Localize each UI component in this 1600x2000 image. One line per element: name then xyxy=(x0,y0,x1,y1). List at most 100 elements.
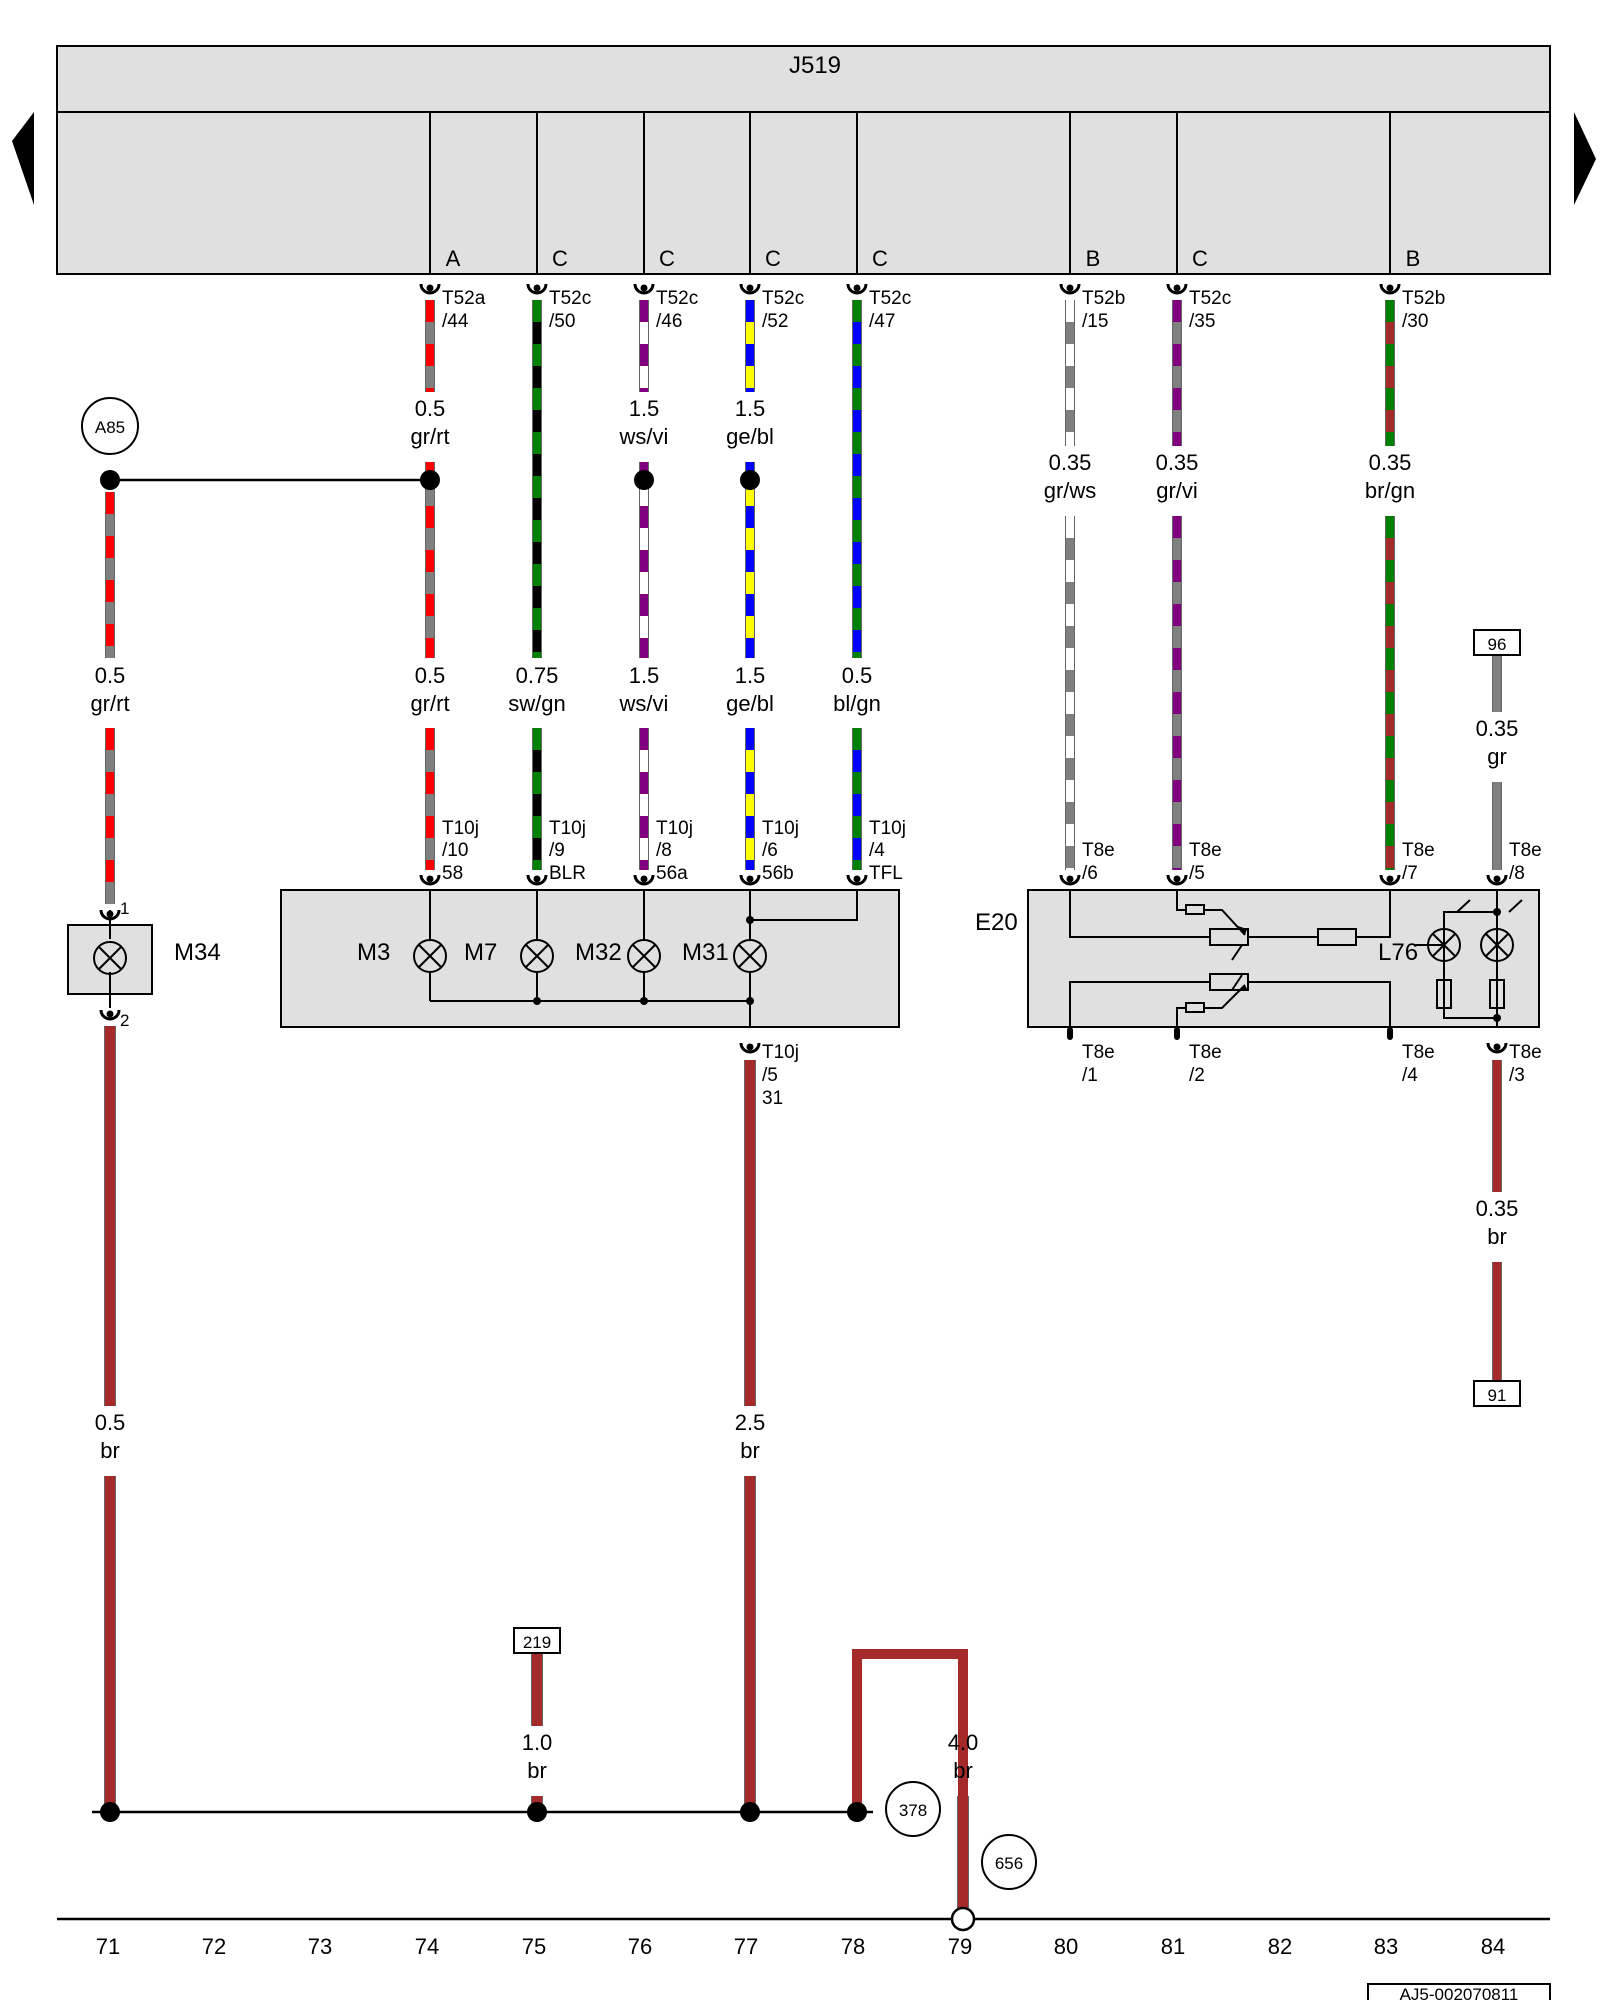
ref-box-label: 96 xyxy=(1488,635,1507,654)
junction-dot xyxy=(420,470,440,490)
connector-pin: /30 xyxy=(1402,311,1428,332)
connector-pin: /1 xyxy=(1082,1065,1098,1086)
connector-pin: /4 xyxy=(1402,1065,1418,1086)
junction-dots xyxy=(100,470,867,1822)
connector-term: BLR xyxy=(549,863,586,884)
pin-letter: C xyxy=(1192,246,1208,271)
connector-pin: /6 xyxy=(1082,863,1098,884)
jumper-wire xyxy=(852,1649,968,1919)
wire-color: sw/gn xyxy=(508,691,565,716)
ref-circle-656[interactable]: 656 xyxy=(981,1834,1037,1890)
control-unit-box xyxy=(56,45,1551,275)
connector-pin: /2 xyxy=(1189,1065,1205,1086)
grid-number: 84 xyxy=(1481,1934,1505,1959)
wire-size: 1.5 xyxy=(735,663,766,688)
connector-id: T8e xyxy=(1509,840,1542,861)
lamp-label: M3 xyxy=(357,939,390,966)
wire-size: 0.35 xyxy=(1156,450,1199,475)
pin-letter: C xyxy=(552,246,568,271)
ref-box-91[interactable]: 91 xyxy=(1473,1380,1521,1407)
connector-id: T52b xyxy=(1402,288,1445,309)
connector-id: T10j xyxy=(762,818,799,839)
connector-pin: /5 xyxy=(1189,863,1205,884)
connector-id: T52c xyxy=(1189,288,1231,309)
grid-number: 81 xyxy=(1161,1934,1185,1959)
grid-number: 79 xyxy=(948,1934,972,1959)
wire-color: ge/bl xyxy=(726,691,774,716)
wire-size: 0.35 xyxy=(1369,450,1412,475)
j519-pin-letters: A C C C C B C B xyxy=(446,246,1421,271)
previous-page-arrow[interactable] xyxy=(12,112,34,205)
connector-pin: /15 xyxy=(1082,311,1108,332)
wire-size: 0.5 xyxy=(415,396,446,421)
component-m34: 1 2 M34 xyxy=(67,899,221,1030)
wire-size: 0.5 xyxy=(415,663,446,688)
connector-id: T10j xyxy=(442,818,479,839)
wire-color: gr/rt xyxy=(410,424,449,449)
wire-size: 4.0 xyxy=(948,1730,979,1755)
ref-box-219[interactable]: 219 xyxy=(513,1627,561,1654)
wire-size: 0.5 xyxy=(95,663,126,688)
junction-dot xyxy=(527,1802,547,1822)
connector-pin: /47 xyxy=(869,311,895,332)
ref-circle-label: 656 xyxy=(995,1854,1023,1873)
ref-circle-label: 378 xyxy=(899,1801,927,1820)
connector-pin: /44 xyxy=(442,311,469,332)
wire-color: gr xyxy=(1487,744,1507,769)
grid-number: 78 xyxy=(841,1934,865,1959)
wire-color: br xyxy=(740,1438,760,1463)
pin-letter: B xyxy=(1086,246,1101,271)
wire-labels: 0.5 gr/rt 1.5 ws/vi 1.5 ge/bl 0.35 gr/ws… xyxy=(90,396,1518,1783)
bus-lines xyxy=(57,478,1550,1921)
ground-point xyxy=(950,1906,976,1932)
connector-pin: /46 xyxy=(656,311,682,332)
ref-circle-label: A85 xyxy=(95,418,125,437)
connector-id: T10j xyxy=(869,818,906,839)
bottom-grid-numbers: 71 72 73 74 75 76 77 78 79 80 81 82 83 8… xyxy=(96,1934,1505,1959)
wire-size: 1.5 xyxy=(629,396,660,421)
wire-size: 0.5 xyxy=(95,1410,126,1435)
connector-id: T52c xyxy=(549,288,591,309)
grid-number: 73 xyxy=(308,1934,332,1959)
pin-letter: A xyxy=(446,246,461,271)
wire-size: 1.5 xyxy=(735,396,766,421)
wire-size: 2.5 xyxy=(735,1410,766,1435)
component-e20: E20 xyxy=(975,889,1540,1028)
connector-id: T8e xyxy=(1189,840,1222,861)
m34-label: M34 xyxy=(174,939,221,966)
ref-box-96[interactable]: 96 xyxy=(1473,629,1521,656)
ref-circle-378[interactable]: 378 xyxy=(885,1781,941,1837)
wire-color: gr/rt xyxy=(90,691,129,716)
connector-term: 58 xyxy=(442,863,463,884)
connector-pin: /52 xyxy=(762,311,788,332)
connector-pin: /4 xyxy=(869,840,885,861)
doc-id-box: AJ5-002070811 xyxy=(1367,1983,1551,2000)
control-unit-title: J519 xyxy=(789,52,841,79)
wire-color: ws/vi xyxy=(619,691,669,716)
grid-number: 77 xyxy=(734,1934,758,1959)
connector-pin: /7 xyxy=(1402,863,1418,884)
connector-pin: /6 xyxy=(762,840,778,861)
wire-size: 0.5 xyxy=(842,663,873,688)
wire-color: ge/bl xyxy=(726,424,774,449)
ref-circle-a85[interactable]: A85 xyxy=(81,397,139,455)
ref-box-label: 91 xyxy=(1488,1386,1507,1405)
wire-color: br xyxy=(1487,1224,1507,1249)
doc-id: AJ5-002070811 xyxy=(1400,1985,1519,2000)
junction-dot xyxy=(634,470,654,490)
wire-color: ws/vi xyxy=(619,424,669,449)
connector-id: T8e xyxy=(1509,1042,1542,1063)
wire-size: 0.75 xyxy=(516,663,559,688)
grid-number: 76 xyxy=(628,1934,652,1959)
e20-connectors xyxy=(1059,873,1508,1054)
lamp-label: M31 xyxy=(682,939,729,966)
next-page-arrow[interactable] xyxy=(1574,112,1596,205)
wire-size: 1.5 xyxy=(629,663,660,688)
wire-color: br xyxy=(527,1758,547,1783)
junction-dot xyxy=(740,1802,760,1822)
m34-pin-bottom: 2 xyxy=(120,1011,129,1030)
connector-id: T52a xyxy=(442,288,486,309)
wire-color: br xyxy=(100,1438,120,1463)
wires-layer xyxy=(104,300,1502,1908)
